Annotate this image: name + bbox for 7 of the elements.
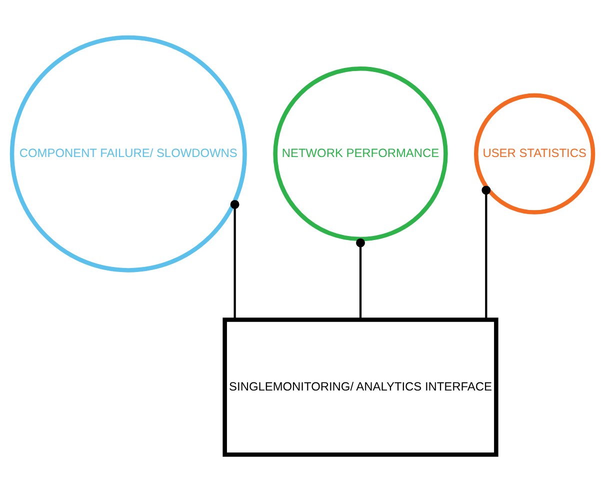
connector	[482, 185, 491, 320]
node-box: SINGLEMONITORING/ ANALYTICS INTERFACE	[222, 317, 498, 456]
node-circle: COMPONENT FAILURE/ SLOWDOWNS	[10, 34, 247, 272]
connector	[356, 238, 365, 320]
node-circle: NETWORK PERFORMANCE	[273, 66, 448, 241]
node-circle: USER STATISTICS	[474, 92, 596, 214]
connector	[230, 200, 240, 320]
